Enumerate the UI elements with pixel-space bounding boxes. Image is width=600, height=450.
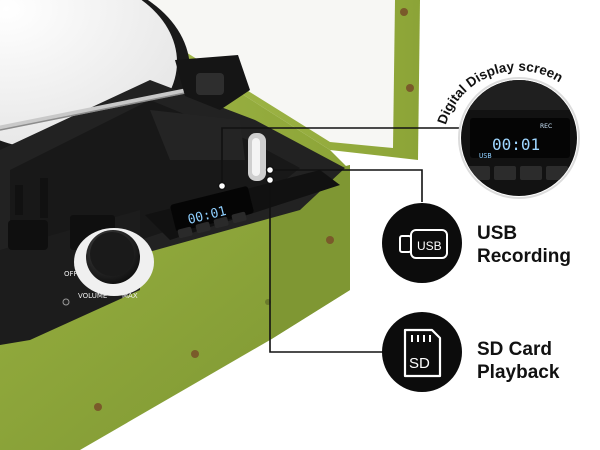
closeup-usb-text: USB xyxy=(479,152,492,160)
volume-knob: OFF VOLUME MAX xyxy=(62,228,154,306)
sd-icon-text: SD xyxy=(409,355,430,372)
sd-card-playback-label: SD Card Playback xyxy=(477,338,559,384)
knob-max-label: MAX xyxy=(122,292,138,300)
sd-card-icon: SD xyxy=(382,312,462,392)
usb-icon-text: USB xyxy=(417,239,442,253)
usb-callout-line xyxy=(270,169,423,202)
sd-callout-line xyxy=(269,180,384,353)
knob-off-label: OFF xyxy=(64,270,78,278)
callout-lines xyxy=(221,127,468,353)
deck-display: 00:01 xyxy=(170,186,254,239)
closeup-readout: 00:01 xyxy=(492,135,540,154)
usb-recording-label: USB Recording xyxy=(477,222,571,268)
lid xyxy=(110,0,420,160)
display-callout-line xyxy=(221,127,468,186)
usb-label-line1: USB xyxy=(477,223,518,244)
callout-endpoints xyxy=(217,165,275,191)
sd-label-line2: Playback xyxy=(477,362,560,383)
record-clamp-posts xyxy=(8,178,115,250)
closeup-rec-text: REC xyxy=(540,123,552,130)
usb-label-line2: Recording xyxy=(477,246,571,267)
usb-drive-icon: USB xyxy=(382,203,462,283)
display-closeup-icon: USB 00:01 REC xyxy=(458,77,580,199)
knob-volume-label: VOLUME xyxy=(78,292,107,300)
sd-label-line1: SD Card xyxy=(477,339,552,360)
